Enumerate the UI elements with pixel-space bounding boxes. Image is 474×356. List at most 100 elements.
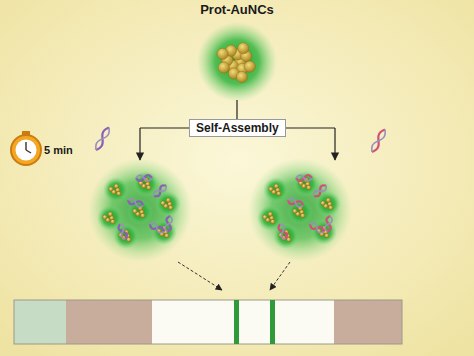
dna-backbone [136,175,152,181]
gold-cluster [108,212,112,216]
gold-cluster [326,198,330,202]
dna-backbone [152,184,168,199]
dna-backbone [309,222,326,235]
gold-cluster [271,219,275,223]
dna-backbone [296,175,312,181]
glow-sphere [113,223,139,249]
gold-cluster [325,233,329,237]
glow-sphere [103,177,129,203]
dna-backbone [94,126,112,151]
node-heading: Prot-AuNCs [197,2,277,17]
probe-node: Prot-AuNCs [197,2,277,17]
dna-backbone [127,197,144,208]
gold-cluster [218,62,229,73]
dna-backbone [136,175,152,181]
gold-cluster [169,205,173,209]
test-strip [14,300,402,344]
dna-strand [117,223,128,240]
dna-backbone [312,184,328,199]
dna-strand [277,223,288,240]
gold-cluster [103,215,107,219]
dna-backbone [117,223,128,240]
dna-backbone [324,216,332,233]
dna-backbone [149,222,166,235]
dna-strand [136,175,152,181]
glow-sphere [293,171,319,197]
glow-sphere [273,223,299,249]
gold-cluster [277,191,281,195]
dna-backbone [312,184,328,199]
gold-cluster [166,198,170,202]
dna-backbone [164,216,172,233]
gold-cluster [274,184,278,188]
dna-backbone [94,126,112,151]
gold-cluster [147,185,151,189]
glow-sphere [133,171,159,197]
dna-strand [287,197,304,208]
dna-strand [149,222,166,235]
gold-cluster [109,187,113,191]
gold-cluster [117,191,121,195]
dna-backbone [164,216,172,233]
clock-icon [11,131,41,165]
gold-cluster [141,213,145,217]
gold-cluster [263,215,267,219]
gold-cluster [165,233,169,237]
gold-cluster [111,219,115,223]
gold-cluster [161,201,165,205]
time-label: 5 min [44,144,73,156]
gold-cluster [269,187,273,191]
glow-sphere [263,177,289,203]
gold-cluster [127,237,131,241]
gold-cluster [329,205,333,209]
branch-arrow [139,128,140,160]
gold-cluster [236,71,247,82]
dna-strand [370,128,388,153]
dna-backbone [127,197,144,208]
dna-backbone [370,128,388,153]
gold-cluster [293,209,297,213]
dna-backbone [277,223,288,240]
gold-cluster [217,48,228,59]
dna-backbone [277,223,288,240]
dna-backbone [149,222,166,235]
gold-cluster [114,184,118,188]
dna-backbone [324,216,332,233]
dna-backbone [370,128,388,153]
dna-strand [324,216,332,233]
leader-arrow [270,262,290,290]
illustration-group [11,22,402,344]
dna-backbone [152,184,168,199]
dna-strand [164,216,172,233]
dna-strand [312,184,328,199]
gold-cluster [321,201,325,205]
gold-cluster [268,212,272,216]
aggregate [88,158,192,262]
dna-backbone [117,223,128,240]
test-line [234,300,239,344]
dna-backbone [296,175,312,181]
gold-cluster [133,209,137,213]
aggregate [248,158,352,262]
step-label: Self-Assembly [189,119,286,137]
dna-backbone [287,197,304,208]
dna-strand [94,126,112,151]
gold-cluster [287,237,291,241]
gold-cluster [307,185,311,189]
gold-cluster [301,213,305,217]
gold-cluster [238,43,249,54]
dna-strand [309,222,326,235]
dna-strand [127,197,144,208]
dna-backbone [287,197,304,208]
branch-arrow [334,128,335,160]
dna-backbone [309,222,326,235]
test-line [270,300,275,344]
gold-cluster [244,61,255,72]
glow-sphere [197,22,277,102]
leader-arrow [178,262,222,290]
dna-strand [296,175,312,181]
dna-strand [152,184,168,199]
